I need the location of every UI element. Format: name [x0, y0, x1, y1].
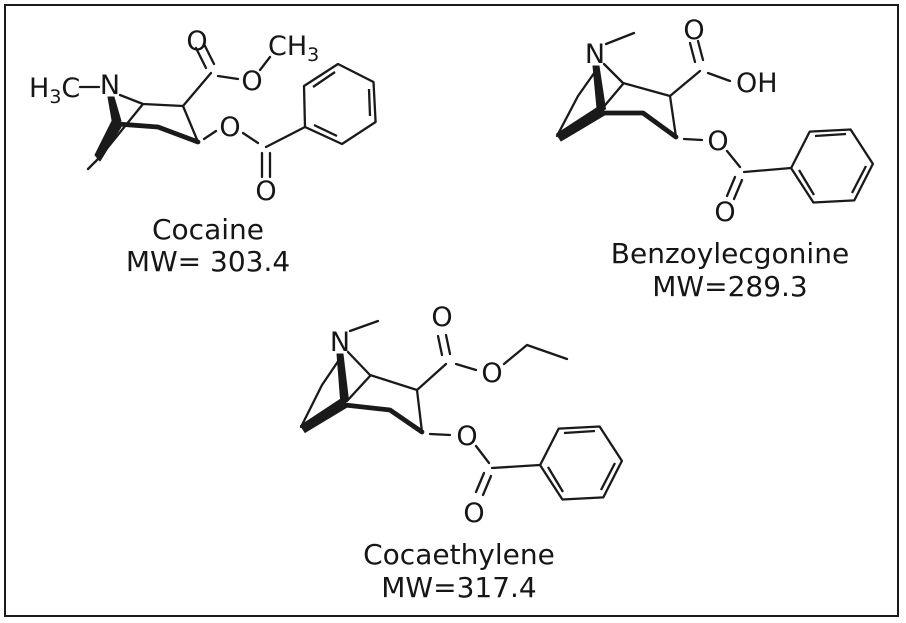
benzoylecgonine-structure: N O OH O O Benzoylecgonine MW=289.3 — [555, 15, 875, 303]
cocaine-structure: H3C N O O CH3 O O Cocaine MW= 303.4 — [29, 26, 377, 278]
cocaine-n-label: N — [100, 70, 120, 101]
benzoylecgonine-mw: MW=289.3 — [652, 270, 807, 303]
benzoylecgonine-benzoate-carbonyl-o-label: O — [714, 197, 735, 228]
cocaethylene-bonds — [299, 319, 569, 497]
cocaethylene-ester-carbonyl-o-label: O — [431, 302, 452, 333]
cocaethylene-benzoate-o-label: O — [456, 421, 477, 452]
cocaethylene-ester-o-label: O — [481, 358, 502, 389]
benzoylecgonine-name: Benzoylecgonine — [611, 237, 849, 270]
cocaine-ester-methyl-label: CH3 — [268, 31, 319, 66]
cocaine-benzoate-o-label: O — [219, 112, 240, 143]
benzoylecgonine-n-label: N — [585, 39, 605, 70]
cocaine-benzene-ring — [302, 62, 377, 146]
cocaethylene-benzene-ring — [538, 425, 624, 501]
benzoylecgonine-benzene-ring — [789, 128, 875, 204]
cocaine-ester-o-label: O — [241, 66, 262, 97]
benzoylecgonine-acid-carbonyl-o-label: O — [683, 15, 704, 46]
benzoylecgonine-oh-label: OH — [736, 68, 778, 99]
benzoylecgonine-bonds — [555, 31, 793, 201]
cocaine-mw: MW= 303.4 — [126, 245, 290, 278]
benzoylecgonine-benzoate-o-label: O — [707, 126, 728, 157]
cocaethylene-structure: N O O O O Cocaethylene MW=317.4 — [299, 302, 624, 604]
cocaine-bold-bonds — [115, 121, 201, 145]
cocaine-benzoate-carbonyl-o-label: O — [255, 176, 276, 207]
cocaethylene-mw: MW=317.4 — [381, 571, 536, 604]
benzoylecgonine-wedge-bonds — [556, 65, 606, 142]
cocaethylene-wedge-bonds — [300, 353, 350, 433]
cocaine-bonds — [78, 42, 307, 179]
cocaine-nmethyl-label: H3C — [29, 73, 80, 108]
cocaethylene-bold-bonds — [342, 402, 425, 435]
cocaine-wedge-bonds — [94, 96, 122, 162]
cocaethylene-name: Cocaethylene — [363, 538, 555, 571]
cocaethylene-benzoate-carbonyl-o-label: O — [463, 498, 484, 529]
benzoylecgonine-bold-bonds — [599, 110, 679, 140]
cocaine-ester-carbonyl-o-label: O — [186, 26, 207, 57]
cocaine-name: Cocaine — [152, 213, 264, 246]
cocaethylene-n-label: N — [330, 327, 350, 358]
